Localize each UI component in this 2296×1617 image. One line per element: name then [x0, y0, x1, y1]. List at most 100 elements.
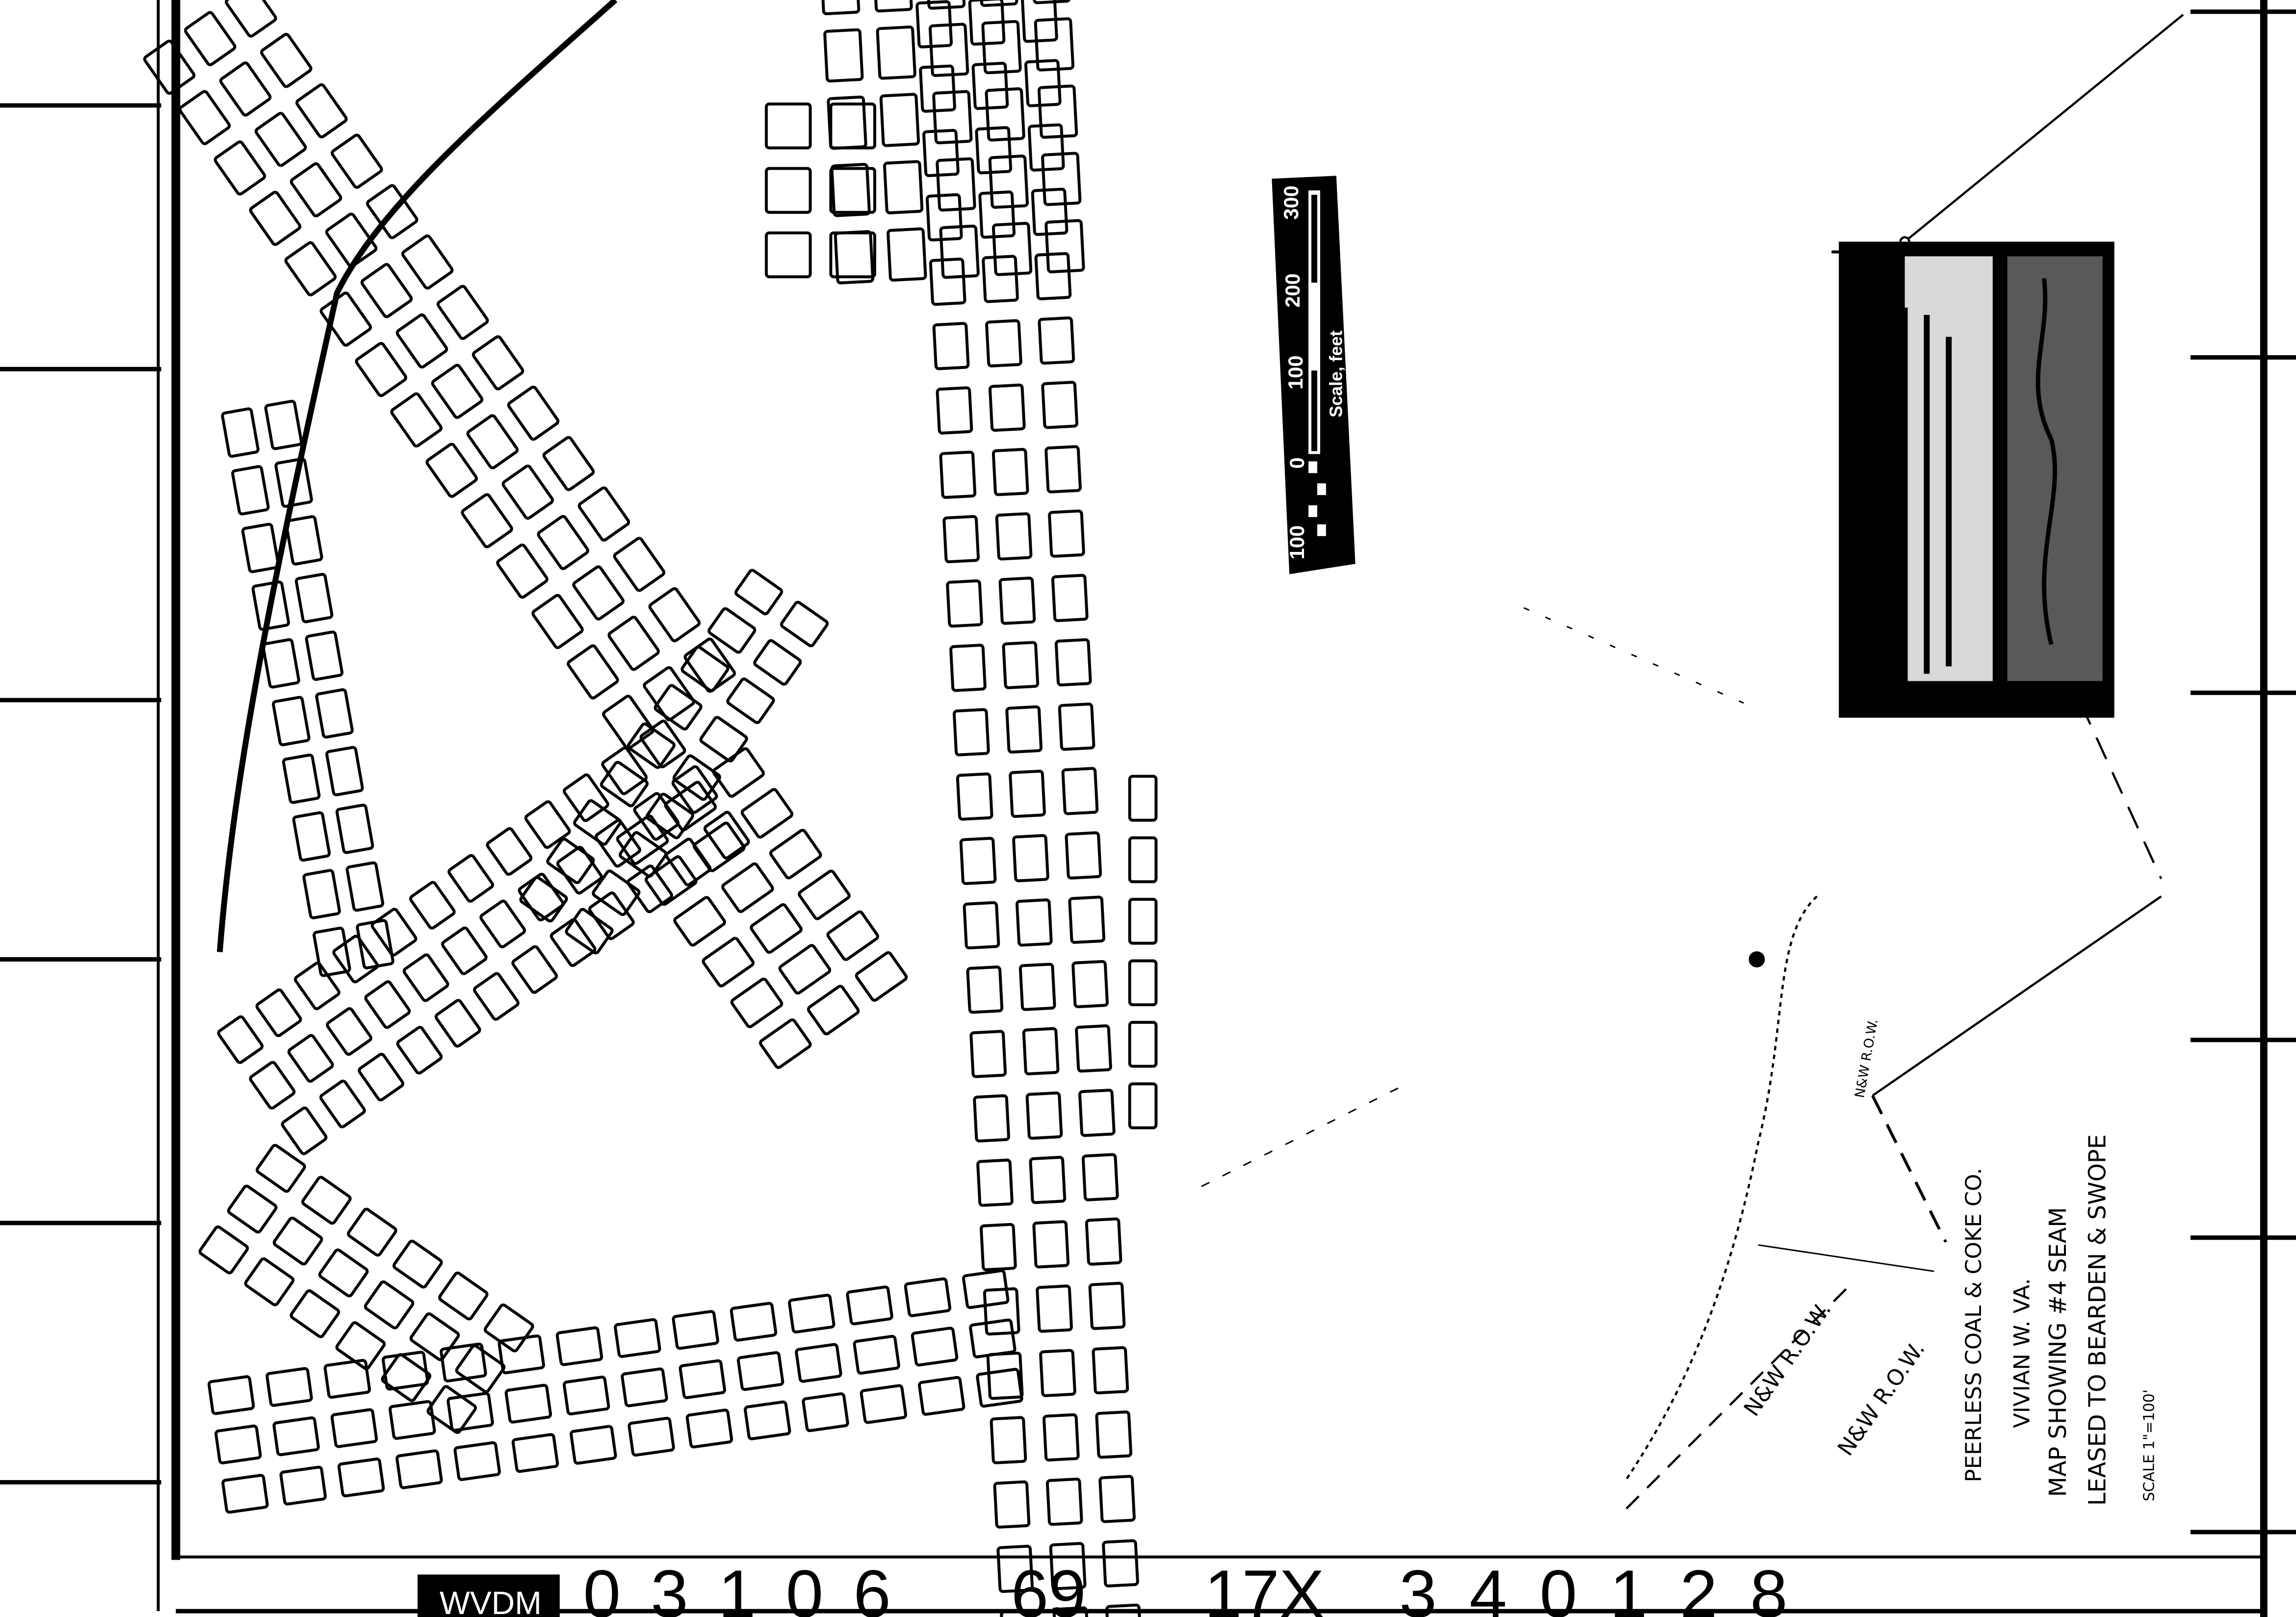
- coal-pillar: [969, 1030, 1007, 1078]
- coal-pillar: [531, 594, 584, 649]
- coal-pillar: [507, 386, 560, 441]
- coal-pillar: [979, 1223, 1017, 1272]
- coal-pillar: [426, 1385, 477, 1434]
- coal-pillar: [1128, 959, 1158, 1007]
- coal-pillar: [313, 926, 351, 977]
- coal-pillar: [988, 383, 1026, 432]
- coal-pillar: [213, 140, 266, 196]
- coal-pillar: [431, 364, 484, 419]
- coal-pillar: [1002, 641, 1040, 689]
- coal-pillar: [519, 876, 568, 923]
- coal-pillar: [264, 399, 303, 450]
- coal-pillar: [653, 684, 703, 731]
- pillar-panel: [143, 0, 736, 750]
- coal-pillar: [284, 241, 337, 296]
- pillar-panel: [616, 747, 908, 1069]
- coal-pillar: [1005, 705, 1043, 754]
- coal-pillar: [942, 515, 980, 564]
- coal-pillar: [471, 335, 524, 391]
- coal-pillar: [919, 64, 956, 113]
- coal-pillar: [496, 543, 548, 599]
- certification-block: [1839, 241, 2114, 718]
- coal-pillar: [572, 565, 625, 621]
- coal-pillar: [956, 772, 993, 821]
- coal-pillar: [198, 1225, 249, 1275]
- coal-pillar: [319, 1079, 366, 1128]
- coal-pillar: [441, 926, 488, 975]
- coal-pillar: [1044, 445, 1082, 494]
- coal-pillar: [963, 901, 1000, 950]
- scale-bar: 100 0 100 200 300 Scale, feet: [1272, 176, 1356, 574]
- coal-pillar: [486, 827, 533, 876]
- coal-pillar: [765, 167, 812, 214]
- coal-pillar: [524, 800, 571, 849]
- coal-pillar: [1032, 1220, 1070, 1269]
- coal-pillar: [978, 190, 1016, 239]
- coal-pillar: [335, 1321, 386, 1370]
- coal-pillar: [326, 1007, 372, 1056]
- coal-pillar: [966, 965, 1004, 1014]
- coal-pillar: [221, 407, 260, 458]
- coal-pillar: [802, 1392, 849, 1433]
- coal-pillar: [1068, 895, 1106, 944]
- coal-pillar: [887, 227, 927, 282]
- coal-pillar: [1095, 1410, 1133, 1459]
- coal-pillar: [292, 811, 331, 862]
- coal-pillar: [614, 1318, 661, 1358]
- coal-pillar: [996, 1544, 1034, 1593]
- coal-pillar: [364, 1280, 415, 1330]
- coal-pillar: [570, 1425, 617, 1465]
- coal-pillar: [1052, 1606, 1090, 1617]
- title-company: PEERLESS COAL & COKE CO.: [1960, 1168, 1986, 1482]
- coal-pillar: [504, 1383, 552, 1424]
- coal-pillar: [976, 1368, 1023, 1408]
- coal-pillar: [497, 1334, 545, 1375]
- coal-pillar: [231, 465, 270, 516]
- coal-pillar: [331, 133, 383, 189]
- coal-pillar: [600, 760, 649, 808]
- title-scale: SCALE 1"=100': [2140, 1389, 2158, 1501]
- coal-pillar: [925, 193, 963, 242]
- coal-pillar: [447, 854, 495, 903]
- coal-pillar: [962, 1269, 1010, 1309]
- coal-pillar: [473, 972, 520, 1021]
- coal-pillar: [1034, 17, 1074, 72]
- coal-pillar: [855, 951, 908, 1002]
- coal-pillar: [272, 1416, 320, 1457]
- coal-pillar: [356, 919, 394, 969]
- coal-pillar: [820, 0, 861, 16]
- coal-pillar: [692, 821, 746, 872]
- coal-pillar: [318, 1248, 369, 1298]
- coal-pillar: [1088, 1281, 1126, 1330]
- coal-pillar: [607, 616, 660, 671]
- coal-pillar: [573, 799, 622, 846]
- coal-pillar: [929, 258, 966, 306]
- coal-pillar: [1128, 775, 1158, 822]
- coal-pillar: [1071, 960, 1109, 1009]
- coal-pillar: [511, 945, 558, 994]
- coal-pillar: [975, 126, 1013, 175]
- coal-pillar: [249, 1061, 296, 1110]
- coal-pillar: [823, 28, 864, 83]
- coal-pillar: [712, 747, 765, 798]
- coal-pillar: [479, 899, 526, 948]
- coal-pillar: [395, 1449, 443, 1489]
- coal-pillar: [969, 1318, 1017, 1358]
- coal-pillar: [995, 512, 1033, 561]
- coal-pillar: [565, 908, 614, 955]
- coal-pillar: [917, 1376, 965, 1416]
- coal-pillar: [986, 1352, 1024, 1400]
- coal-pillar: [904, 1277, 952, 1317]
- archive-strip: WVDM 03106 69 17X 340128: [417, 1557, 1788, 1617]
- coal-pillar: [830, 162, 871, 217]
- coal-pillar: [672, 1310, 719, 1350]
- coal-pillar: [1037, 84, 1078, 139]
- title-block: PEERLESS COAL & COKE CO. VIVIAN W. VA. M…: [1960, 1134, 2158, 1506]
- coal-pillar: [396, 1026, 443, 1075]
- coal-pillar: [302, 869, 341, 919]
- coal-pillar: [225, 0, 277, 38]
- coal-pillar: [289, 1289, 340, 1338]
- coal-pillar: [780, 600, 829, 648]
- coal-pillar: [1022, 1027, 1060, 1075]
- coal-pillar: [883, 160, 924, 214]
